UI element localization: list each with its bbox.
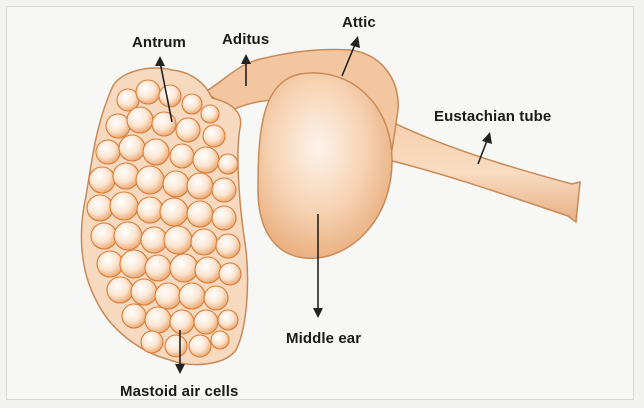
mastoid-air-cell	[218, 310, 238, 330]
mastoid-air-cell	[204, 286, 228, 310]
mastoid-air-cell	[131, 279, 157, 305]
mastoid-air-cell	[136, 80, 160, 104]
mastoid-air-cell	[137, 197, 163, 223]
mastoid-air-cell	[91, 223, 117, 249]
mastoid-air-cell	[164, 226, 192, 254]
mastoid-air-cell	[89, 167, 115, 193]
mastoid-air-cell	[155, 283, 181, 309]
mastoid-air-cell	[122, 304, 146, 328]
antrum-arrowhead	[155, 56, 165, 66]
mastoid-air-cell	[106, 114, 130, 138]
mastoid-air-cell	[218, 154, 238, 174]
mastoid-air-cell	[152, 112, 176, 136]
mastoid-air-cell	[201, 105, 219, 123]
mastoid-air-cell	[187, 173, 213, 199]
mastoid-air-cell	[193, 147, 219, 173]
middle-ear-arrowhead	[313, 308, 323, 318]
mastoid-air-cell	[110, 192, 138, 220]
mastoid-air-cell	[160, 198, 188, 226]
mastoid-air-cell	[143, 139, 169, 165]
mastoid-air-cell	[113, 163, 139, 189]
mastoid-air-cell	[203, 125, 225, 147]
attic-arrowhead	[350, 36, 360, 48]
mastoid-air-cell	[216, 234, 240, 258]
mastoid-air-cell	[163, 171, 189, 197]
mastoid-air-cell	[170, 254, 198, 282]
mastoid-air-cell	[97, 251, 123, 277]
mastoid-air-cell	[176, 118, 200, 142]
mastoid-air-cell	[191, 229, 217, 255]
mastoid-air-cell	[159, 85, 181, 107]
mastoid-air-cell	[189, 335, 211, 357]
mastoid-air-cell	[170, 310, 194, 334]
mastoid-air-cell	[195, 257, 221, 283]
mastoid-air-cell	[179, 283, 205, 309]
mastoid-air-cell	[165, 335, 187, 357]
eustachian-tube-shape	[388, 122, 580, 222]
middle-ear-shape	[258, 73, 392, 258]
mastoid-air-cell	[119, 135, 145, 161]
mastoid-air-cell	[141, 227, 167, 253]
label-middle-ear: Middle ear	[286, 330, 361, 347]
mastoid-air-cell	[194, 310, 218, 334]
mastoid-air-cell	[170, 144, 194, 168]
mastoid-air-cell	[211, 331, 229, 349]
label-mastoid-air-cells: Mastoid air cells	[120, 383, 238, 400]
label-attic: Attic	[342, 14, 376, 31]
mastoid-air-cell	[136, 166, 164, 194]
mastoid-air-cell	[96, 140, 120, 164]
aditus-arrowhead	[241, 54, 251, 64]
mastoid-air-cell	[145, 307, 171, 333]
mastoid-air-cell	[114, 222, 142, 250]
mastoid-air-cell	[219, 263, 241, 285]
label-aditus: Aditus	[222, 31, 269, 48]
mastoid-air-cell	[187, 201, 213, 227]
mastoid-air-cell	[212, 178, 236, 202]
mastoid-air-cell	[127, 107, 153, 133]
mastoid-air-cell	[107, 277, 133, 303]
label-eustachian-tube: Eustachian tube	[434, 108, 551, 125]
mastoid-air-cell	[87, 195, 113, 221]
mastoid-air-cell	[141, 331, 163, 353]
mastoid-arrowhead	[175, 364, 185, 374]
label-antrum: Antrum	[132, 34, 186, 51]
mastoid-air-cell	[182, 94, 202, 114]
eustachian-arrowhead	[482, 132, 492, 144]
mastoid-air-cell	[212, 206, 236, 230]
mastoid-air-cell	[145, 255, 171, 281]
mastoid-air-cell	[120, 250, 148, 278]
